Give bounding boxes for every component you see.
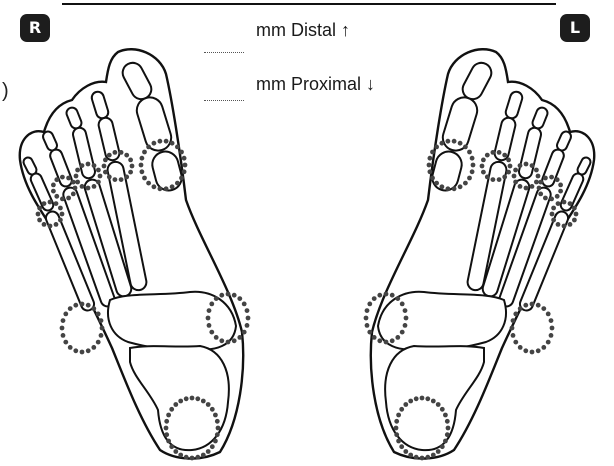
left-foot-badge: L (560, 14, 590, 42)
left-foot (364, 49, 595, 460)
proximal-label: mm Proximal ↓ (256, 74, 375, 95)
distal-mm-blank (204, 52, 244, 53)
distal-label: mm Distal ↑ (256, 20, 350, 41)
edge-paren: ) (2, 80, 9, 103)
right-foot (20, 49, 251, 460)
proximal-mm-blank (204, 100, 244, 101)
right-foot-badge: R (20, 14, 50, 42)
